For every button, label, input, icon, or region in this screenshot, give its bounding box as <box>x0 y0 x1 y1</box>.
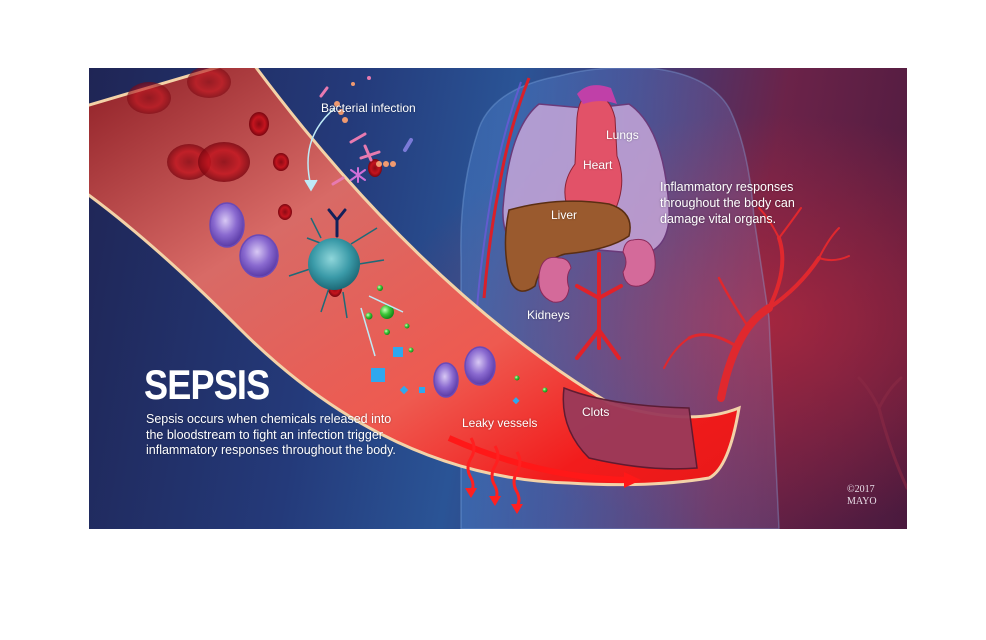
illustration-artwork <box>89 68 907 529</box>
organs-description: Inflammatory responses throughout the bo… <box>660 180 795 226</box>
label-heart: Heart <box>583 158 613 172</box>
label-bacterial-infection: Bacterial infection <box>321 101 416 115</box>
label-leaky-vessels: Leaky vessels <box>462 416 538 430</box>
sepsis-illustration: Bacterial infection Lungs Heart Liver Ki… <box>89 68 907 529</box>
label-liver: Liver <box>551 208 578 222</box>
red-blood-cells <box>127 68 382 297</box>
label-lungs: Lungs <box>606 128 639 142</box>
label-clots: Clots <box>582 405 610 419</box>
process-arrows <box>304 107 404 357</box>
copyright-notice: ©2017 MAYO <box>847 484 877 508</box>
blood-vessel <box>89 68 741 514</box>
bacteria <box>319 76 413 186</box>
faint-branches <box>857 376 907 490</box>
organs-group <box>476 77 670 360</box>
figure-title: SEPSIS <box>144 361 270 408</box>
figure-description: Sepsis occurs when chemicals released in… <box>146 412 396 457</box>
label-kidneys: Kidneys <box>527 308 570 322</box>
copyright-year: ©2017 <box>847 484 875 495</box>
white-blood-cells <box>209 202 496 398</box>
cytokines <box>365 285 548 405</box>
copyright-owner: MAYO <box>847 496 877 507</box>
immune-cell <box>288 208 385 319</box>
vessel-branches <box>663 207 850 402</box>
